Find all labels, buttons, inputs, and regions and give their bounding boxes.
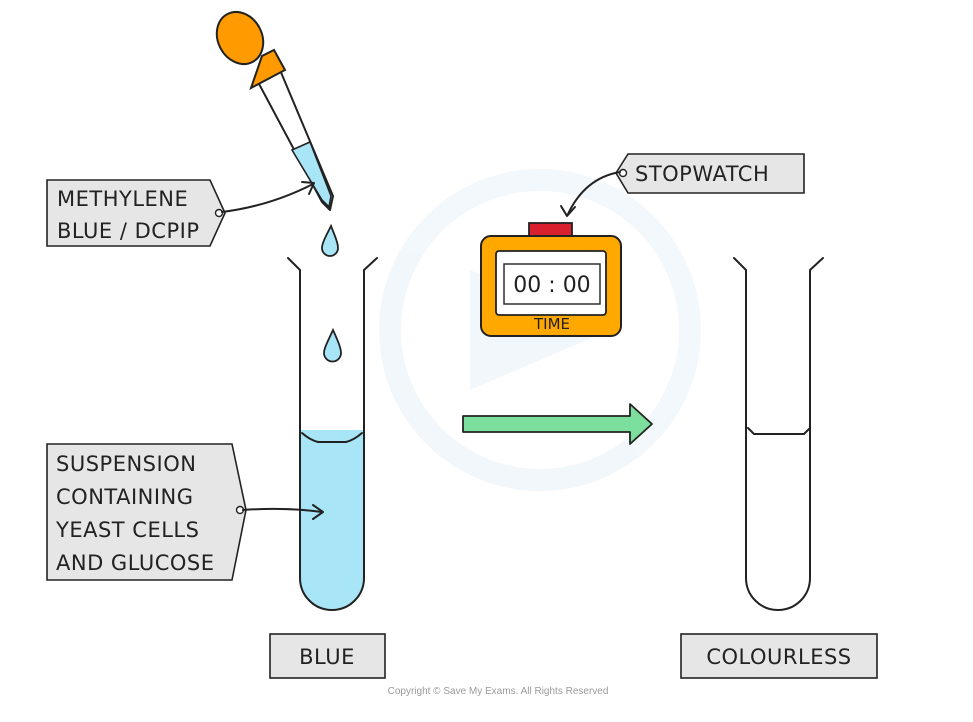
svg-text:SUSPENSION: SUSPENSION — [56, 452, 196, 476]
svg-text:METHYLENE: METHYLENE — [57, 187, 188, 211]
label-blue: BLUE — [269, 633, 386, 679]
stopwatch-caption: TIME — [533, 315, 570, 333]
right-tube-outline — [733, 257, 824, 611]
svg-text:AND GLUCOSE: AND GLUCOSE — [56, 551, 215, 575]
copyright-text: Copyright © Save My Exams. All Rights Re… — [388, 686, 609, 697]
left-tube-liquid — [300, 430, 364, 610]
left-test-tube — [287, 257, 378, 611]
dropper — [215, 11, 334, 211]
label-colourless: COLOURLESS — [680, 633, 878, 679]
dropper-liquid — [290, 140, 332, 209]
svg-text:STOPWATCH: STOPWATCH — [635, 162, 769, 186]
svg-text:BLUE: BLUE — [299, 645, 355, 669]
svg-text:CONTAINING: CONTAINING — [56, 485, 194, 509]
stopwatch-time: 00 : 00 — [513, 273, 590, 298]
label-suspension: SUSPENSION CONTAINING YEAST CELLS AND GL… — [46, 443, 324, 581]
reaction-arrow — [462, 403, 653, 445]
svg-text:YEAST CELLS: YEAST CELLS — [55, 518, 199, 542]
label-stopwatch: STOPWATCH — [560, 153, 805, 217]
drop-upper — [321, 223, 339, 257]
stopwatch: 00 : 00 TIME — [480, 222, 622, 337]
svg-text:BLUE / DCPIP: BLUE / DCPIP — [57, 219, 199, 243]
dropper-bulb — [215, 11, 287, 91]
label-dropper: METHYLENE BLUE / DCPIP — [46, 179, 315, 247]
drop-lower — [323, 327, 342, 363]
svg-text:COLOURLESS: COLOURLESS — [706, 645, 851, 669]
right-test-tube — [733, 257, 824, 611]
left-tube-outline — [287, 257, 378, 611]
